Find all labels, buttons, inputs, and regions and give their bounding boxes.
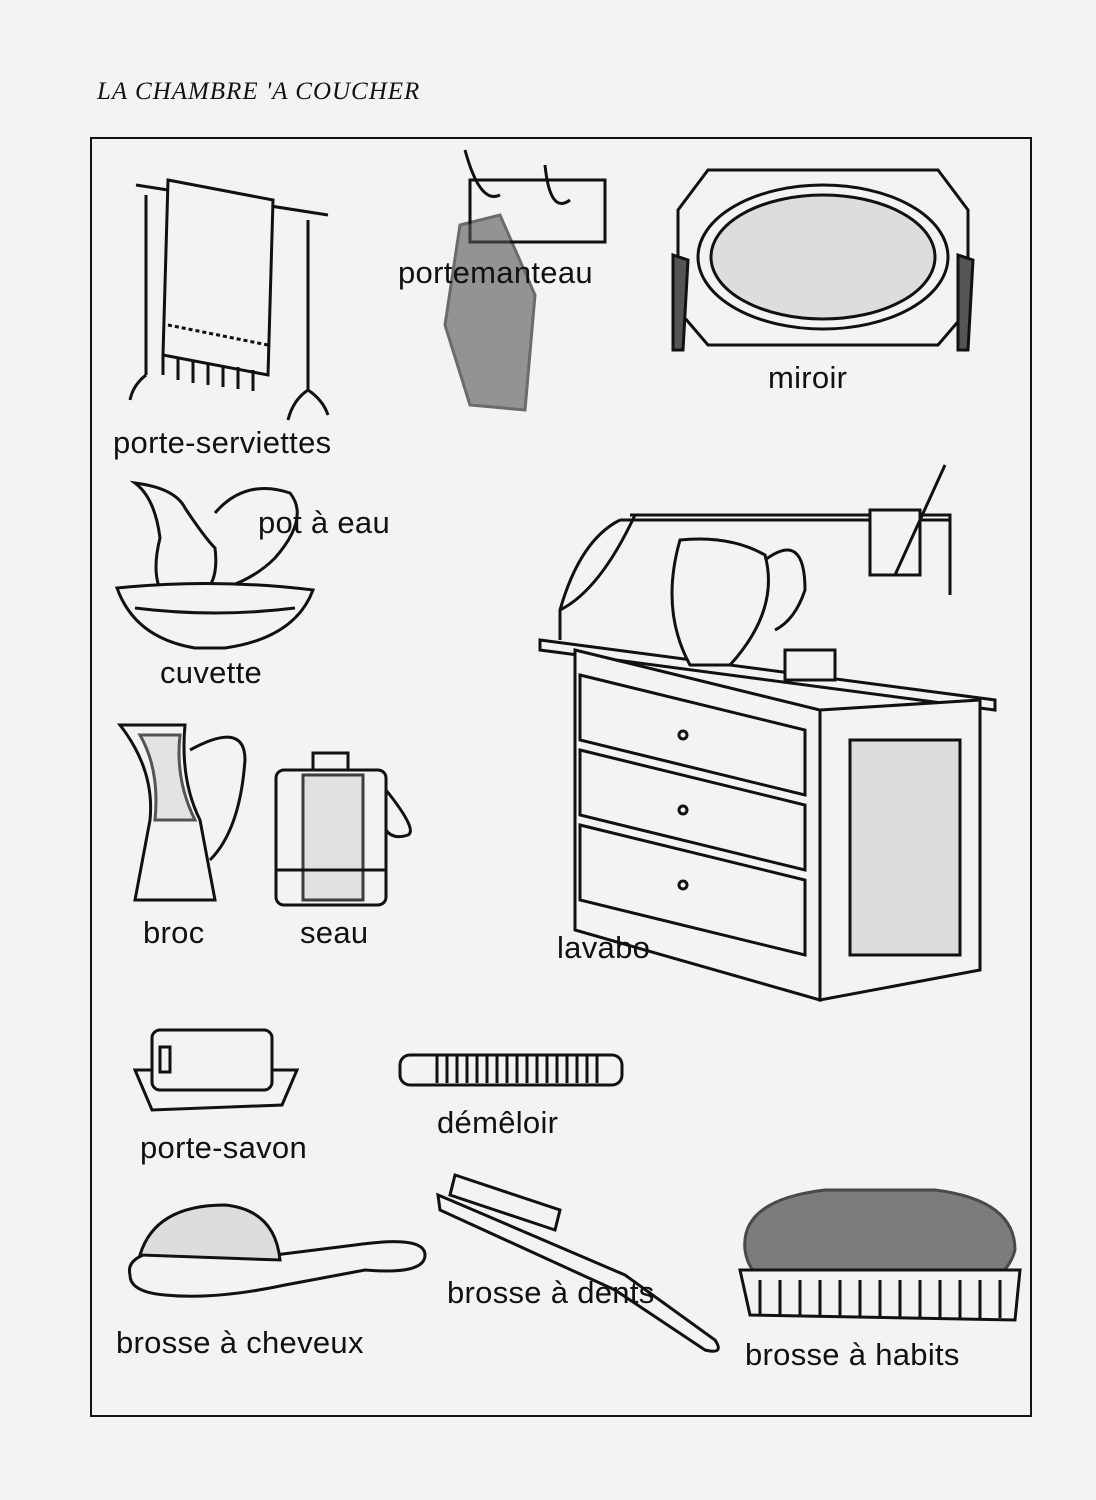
- label-porte-serviettes: porte-serviettes: [113, 425, 332, 460]
- pitcher-illustration: [116, 723, 247, 902]
- label-cuvette: cuvette: [160, 655, 263, 690]
- towel-rack-illustration: [128, 178, 330, 421]
- clothes-brush-illustration: [738, 1188, 1022, 1322]
- soap-dish-illustration: [132, 1028, 300, 1112]
- label-brosse-a-cheveux: brosse à cheveux: [116, 1325, 364, 1360]
- washstand-illustration: [538, 464, 997, 1002]
- water-jug-and-basin-illustration: [114, 480, 316, 650]
- label-miroir: miroir: [768, 360, 848, 395]
- label-lavabo: lavabo: [557, 930, 651, 965]
- comb-illustration: [398, 1053, 624, 1087]
- mirror-illustration: [671, 168, 975, 352]
- page-title: LA CHAMBRE 'A COUCHER: [97, 78, 421, 105]
- coat-hook-illustration: [443, 149, 607, 412]
- bucket-illustration: [274, 751, 412, 907]
- label-portemanteau: portemanteau: [398, 255, 593, 290]
- toothbrush-illustration: [436, 1173, 720, 1353]
- label-porte-savon: porte-savon: [140, 1130, 308, 1165]
- hairbrush-illustration: [127, 1203, 427, 1298]
- illustration-frame: [90, 137, 1032, 1417]
- label-demeloir: démêloir: [437, 1105, 559, 1140]
- label-brosse-a-habits: brosse à habits: [745, 1337, 960, 1372]
- label-brosse-a-dents: brosse à dents: [447, 1275, 655, 1310]
- label-broc: broc: [143, 915, 205, 950]
- label-pot-a-eau: pot à eau: [258, 505, 390, 540]
- label-seau: seau: [300, 915, 369, 950]
